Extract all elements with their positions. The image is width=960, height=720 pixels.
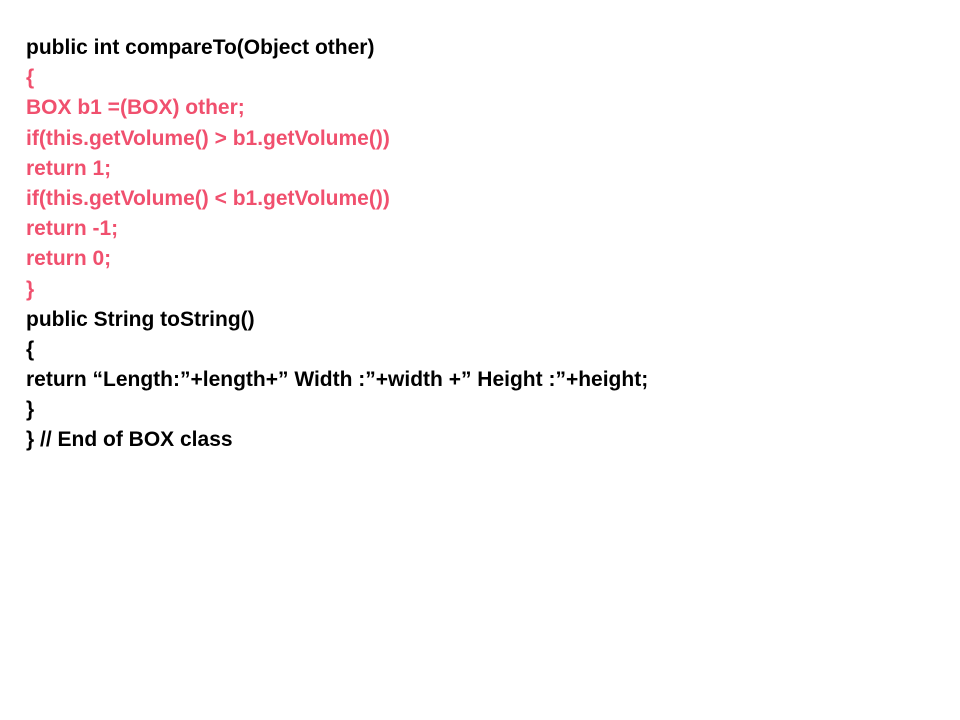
code-line-class-end: } // End of BOX class — [26, 428, 233, 452]
code-line-compareto-close-brace: } — [26, 277, 35, 301]
code-line-return-one: return 1; — [26, 156, 112, 180]
code-line-compareto-open-brace: { — [26, 66, 35, 90]
code-line-cast-box: BOX b1 =(BOX) other; — [26, 96, 245, 120]
code-line-tostring-return: return “Length:”+length+” Width :”+width… — [26, 368, 649, 392]
code-line-tostring-signature: public String toString() — [26, 307, 255, 331]
code-line-tostring-open-brace: { — [26, 337, 35, 361]
code-line-if-greater: if(this.getVolume() > b1.getVolume()) — [26, 126, 390, 150]
code-line-tostring-close-brace: } — [26, 398, 35, 422]
code-block: public int compareTo(Object other) { BOX… — [26, 33, 946, 456]
code-line-compareto-signature: public int compareTo(Object other) — [26, 36, 375, 59]
code-line-return-zero: return 0; — [26, 247, 112, 271]
code-line-return-minus-one: return -1; — [26, 217, 119, 241]
code-line-if-less: if(this.getVolume() < b1.getVolume()) — [26, 186, 390, 210]
